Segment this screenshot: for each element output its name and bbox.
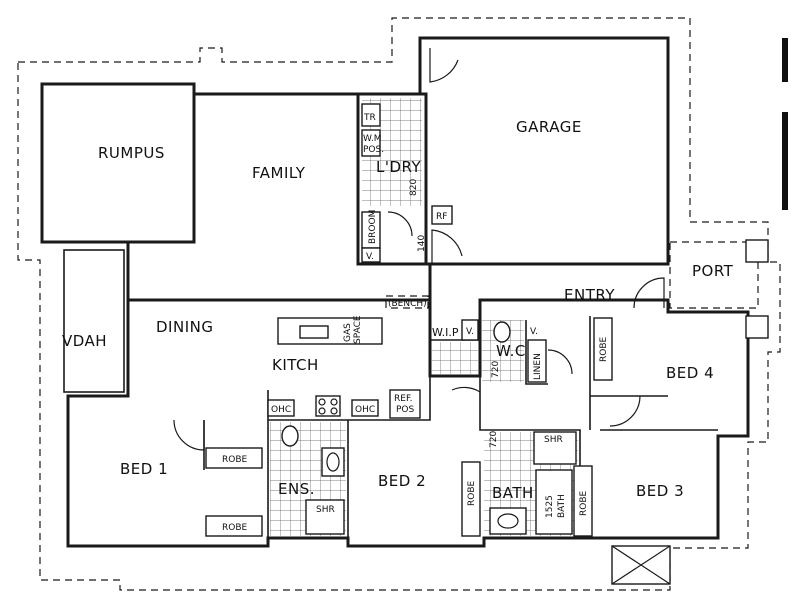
- dim-720-wc: 720: [491, 361, 501, 378]
- robe-bed3: [573, 465, 593, 537]
- dim-720-bath: 720: [489, 431, 499, 448]
- rf-box: [431, 205, 453, 225]
- ohc-label-right: OHC: [355, 405, 375, 415]
- porch-step-cross: [611, 545, 671, 585]
- room-label-dining: DINING: [156, 318, 213, 336]
- robe-bed1-bottom-label: ROBE: [222, 523, 248, 533]
- wip-tiles: [432, 342, 478, 374]
- lower-wing-wall: [66, 298, 750, 548]
- bath-shower: [533, 431, 577, 465]
- v-cupboard: [361, 247, 381, 263]
- room-label-wip: W.I.P: [432, 326, 459, 339]
- room-label-bed4: BED 4: [666, 364, 714, 382]
- ohc-left: [267, 399, 295, 417]
- port-outline: [669, 241, 759, 309]
- room-label-kitchen: KITCH: [272, 356, 319, 374]
- ref-pos-label: REF.: [394, 394, 413, 404]
- dim-140: 140: [417, 235, 427, 252]
- v-label: V.: [366, 252, 374, 262]
- vdah-outline: [63, 249, 125, 393]
- bath-tub-label: 1525: [545, 495, 555, 518]
- gas-space-label: GAS: [343, 323, 353, 342]
- kitchen-cooktop: [315, 395, 341, 417]
- garage-wall: [418, 36, 670, 266]
- room-label-wc: W.C: [496, 342, 526, 360]
- wc-v2-label: V.: [530, 327, 538, 337]
- ref-pos-box: [389, 389, 421, 419]
- broom-label: BROOM: [368, 210, 378, 244]
- room-label-bed1: BED 1: [120, 460, 168, 478]
- page-edge-bar: [782, 112, 788, 210]
- bench-outline: [385, 295, 429, 309]
- robe-bed4: [593, 317, 613, 381]
- bath-tub: [535, 469, 573, 535]
- ensuite-shower: [305, 499, 345, 535]
- bath-tub-label: BATH: [557, 494, 567, 518]
- robe-bed1-top-label: ROBE: [222, 455, 248, 465]
- robe-bed2-label: ROBE: [467, 480, 477, 506]
- page-edge-bar: [782, 38, 788, 82]
- gas-space-label: SPACE: [353, 315, 363, 344]
- ref-pos-label: POS: [396, 405, 415, 415]
- ensuite-shr-label: SHR: [316, 505, 335, 515]
- robe-bed2: [461, 461, 481, 537]
- eave-outline: [17, 17, 781, 591]
- tr-label: TR: [363, 113, 376, 123]
- door-swings: [173, 48, 665, 451]
- room-label-garage: GARAGE: [516, 118, 582, 136]
- room-label-bed2: BED 2: [378, 472, 426, 490]
- bath-shr-label: SHR: [544, 435, 563, 445]
- room-label-family: FAMILY: [252, 164, 306, 182]
- wc-v-label: V.: [466, 327, 474, 337]
- wc-v-box: [461, 319, 479, 341]
- bath-vanity: [489, 507, 527, 535]
- bench-label: (BENCH): [388, 299, 427, 309]
- robe-bed1-top: [205, 447, 263, 469]
- ohc-right: [351, 399, 379, 417]
- rumpus-wall: [40, 82, 196, 244]
- room-label-port: PORT: [692, 262, 734, 280]
- ohc-label-left: OHC: [271, 405, 291, 415]
- room-label-bath: BATH: [492, 484, 534, 502]
- port-column: [745, 239, 769, 263]
- room-label-entry: ENTRY: [564, 286, 615, 304]
- room-label-vdah: VDAH: [62, 332, 107, 350]
- linen-cupboard: [527, 339, 547, 383]
- wm-pos-label: W.M: [363, 134, 382, 144]
- rf-label: RF: [436, 212, 447, 222]
- room-label-rumpus: RUMPUS: [98, 144, 165, 162]
- room-label-bed3: BED 3: [636, 482, 684, 500]
- wm-pos-fixture: [361, 129, 381, 157]
- ensuite-vanity: [321, 447, 345, 477]
- room-label-laundry: L'DRY: [376, 158, 421, 176]
- robe-bed1-bottom: [205, 515, 263, 537]
- port-column: [745, 315, 769, 339]
- robe-bed3-label: ROBE: [579, 490, 589, 516]
- linen-label: LINEN: [533, 353, 543, 380]
- tr-fixture: [361, 103, 381, 127]
- toilet: [493, 321, 511, 343]
- room-label-ensuite: ENS.: [278, 480, 315, 498]
- wm-pos-label: POS.: [363, 145, 384, 155]
- kitchen-island: [277, 317, 383, 345]
- kitchen-sink: [299, 325, 329, 339]
- ensuite-toilet: [281, 425, 299, 447]
- robe-bed4-label: ROBE: [599, 336, 609, 362]
- dim-820: 820: [409, 179, 419, 196]
